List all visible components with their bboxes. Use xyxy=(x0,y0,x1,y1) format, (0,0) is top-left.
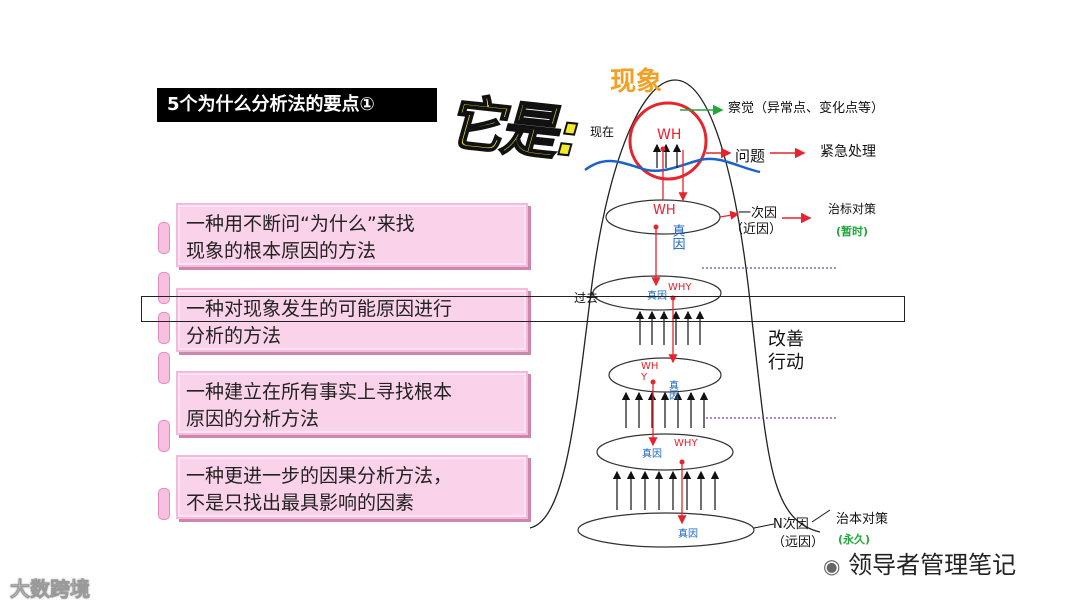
card-line: 不是只找出最具影响的因素 xyxy=(186,492,415,514)
observe-label: 察觉（异常点、变化点等） xyxy=(728,100,884,116)
point-card-4: 一种更进一步的因果分析方法， 不是只找出最具影响的因素 xyxy=(176,455,528,519)
card-line: 原因的分析方法 xyxy=(186,408,320,430)
highlight-frame xyxy=(141,296,905,322)
true-cause-label: 真因 xyxy=(670,224,686,250)
page-title: 5个为什么分析法的要点① xyxy=(157,88,437,122)
card-line: 一种更进一步的因果分析方法， xyxy=(186,465,453,487)
cause-mountain-outline xyxy=(529,79,821,533)
card-line: 一种建立在所有事实上寻找根本 xyxy=(186,381,453,403)
improve-label: 行动 xyxy=(768,352,804,373)
card-line: 一种用不断问“为什么”来找 xyxy=(186,213,415,235)
level-ellipse xyxy=(577,512,755,548)
watermark-right-text: 领导者管理笔记 xyxy=(848,551,1017,579)
true-cause-label: 真因 xyxy=(678,527,698,540)
card-line: 一种对现象发生的可能原因进行 xyxy=(186,298,453,320)
bullet-marker xyxy=(158,352,170,384)
temp-measure-note: (暂时) xyxy=(836,224,868,238)
level-ellipse xyxy=(592,275,722,311)
temp-measure-label: 治标对策 xyxy=(828,202,876,216)
bullet-marker xyxy=(158,312,170,344)
level-ellipse xyxy=(596,433,734,471)
true-cause-label: 真因 xyxy=(647,289,667,302)
first-cause-label: 一次因 xyxy=(738,205,777,221)
why-y-label: Y xyxy=(640,372,648,383)
present-label: 现在 xyxy=(590,125,614,139)
n-cause-note: （远因） xyxy=(772,535,824,550)
point-card-3: 一种建立在所有事实上寻找根本 原因的分析方法 xyxy=(176,371,528,435)
point-card-1: 一种用不断问“为什么”来找 现象的根本原因的方法 xyxy=(176,203,528,267)
bullet-marker xyxy=(158,222,170,254)
why-label: WH xyxy=(657,127,681,143)
first-cause-note: （近因） xyxy=(730,222,782,237)
watermark-right: ◉ 领导者管理笔记 xyxy=(823,545,1016,580)
wechat-icon: ◉ xyxy=(823,554,841,578)
why-label: WH xyxy=(653,203,676,218)
problem-label: 问题 xyxy=(735,147,765,165)
why-chain xyxy=(648,150,688,525)
n-cause-label: N次因 xyxy=(773,516,809,532)
why-label: WHY xyxy=(668,282,692,293)
level-ellipse xyxy=(608,357,722,393)
why-label: WHY xyxy=(674,438,698,449)
perm-measure-note: (永久) xyxy=(838,532,870,546)
emergency-label: 紧急处理 xyxy=(820,144,876,160)
bullet-marker xyxy=(158,488,170,520)
upward-arrows xyxy=(612,143,720,510)
phenomenon-label: 现象 xyxy=(610,66,662,97)
bullet-marker xyxy=(158,420,170,452)
why-label: WH xyxy=(641,361,658,372)
true-cause-label: 真因 xyxy=(642,447,662,460)
watermark-left: 大数跨境 xyxy=(10,577,91,602)
point-card-2: 一种对现象发生的可能原因进行 分析的方法 xyxy=(176,288,528,352)
problem-circle xyxy=(628,101,708,181)
card-line: 分析的方法 xyxy=(186,325,282,347)
true-cause-label: 真因 xyxy=(667,379,679,401)
perm-measure-label: 治本对策 xyxy=(836,511,888,527)
improve-label: 改善 xyxy=(768,329,804,350)
card-line: 现象的根本原因的方法 xyxy=(186,240,377,262)
past-label: 过去 xyxy=(574,291,598,305)
present-wave xyxy=(584,157,761,174)
